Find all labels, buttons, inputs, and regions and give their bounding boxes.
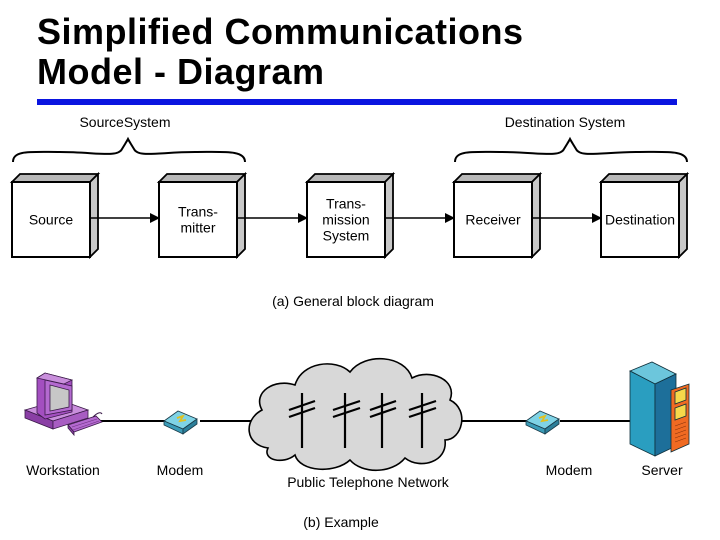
block-label: mitter bbox=[181, 220, 216, 236]
destination-system-brace bbox=[454, 136, 688, 163]
block-top-face bbox=[451, 173, 543, 183]
example-caption: (b) Example bbox=[303, 514, 379, 530]
modem-icon-right bbox=[525, 410, 560, 435]
block-label: System bbox=[323, 228, 370, 244]
source-system-label: SourceSystem bbox=[79, 114, 170, 130]
title-underline bbox=[37, 99, 677, 105]
block-label: Trans- bbox=[326, 196, 366, 212]
block-side-face bbox=[384, 171, 394, 260]
telephone-pole-icon bbox=[369, 393, 397, 448]
title-line-1: Simplified Communications bbox=[37, 11, 524, 52]
block-side-face bbox=[89, 171, 99, 260]
block-top-face bbox=[304, 173, 396, 183]
telephone-pole-icon bbox=[408, 393, 437, 448]
modem-icon-left bbox=[163, 410, 198, 435]
block-top-face bbox=[156, 173, 248, 183]
telephone-pole-icon bbox=[332, 393, 361, 448]
server-label: Server bbox=[641, 462, 683, 478]
source-system-brace bbox=[12, 136, 246, 163]
block-receiver: Receiver bbox=[451, 171, 543, 260]
slide-title: Simplified Communications Model - Diagra… bbox=[37, 12, 524, 92]
telephone-poles bbox=[288, 393, 437, 448]
block-side-face bbox=[678, 171, 688, 260]
block-label: Destination bbox=[605, 212, 675, 228]
modem-right-label: Modem bbox=[546, 462, 593, 478]
block-side-face bbox=[531, 171, 541, 260]
cloud-icon bbox=[248, 358, 463, 471]
block-front-face bbox=[11, 181, 91, 258]
block-transmitter: Trans-mitter bbox=[156, 171, 248, 260]
title-line-2: Model - Diagram bbox=[37, 51, 325, 92]
block-source: Source bbox=[9, 171, 101, 260]
block-front-face bbox=[600, 181, 680, 258]
block-top-face bbox=[598, 173, 690, 183]
modem-left-label: Modem bbox=[157, 462, 204, 478]
destination-system-label: Destination System bbox=[505, 114, 626, 130]
block-label: Source bbox=[29, 212, 74, 228]
workstation-label: Workstation bbox=[26, 462, 100, 478]
block-destination: Destination bbox=[598, 171, 690, 260]
block-label: Trans- bbox=[178, 204, 218, 220]
block-label: mission bbox=[322, 212, 369, 228]
workstation-icon bbox=[23, 372, 103, 437]
server-icon bbox=[629, 361, 690, 457]
block-front-face bbox=[453, 181, 533, 258]
block-top-face bbox=[9, 173, 101, 183]
block-side-face bbox=[236, 171, 246, 260]
telephone-pole-icon bbox=[288, 393, 316, 448]
network-label: Public Telephone Network bbox=[287, 474, 450, 490]
block-label: Receiver bbox=[465, 212, 521, 228]
block-diagram-caption: (a) General block diagram bbox=[272, 293, 434, 309]
